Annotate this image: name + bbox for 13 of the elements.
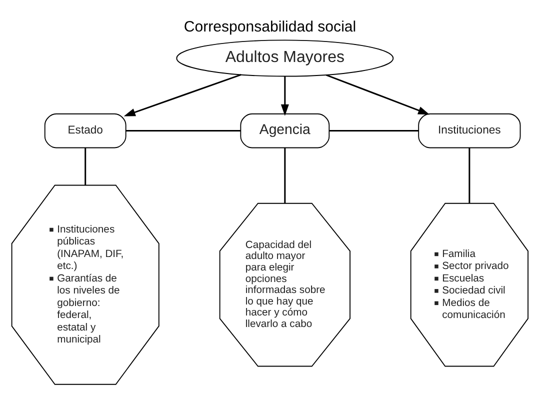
node-box: Agencia bbox=[240, 113, 330, 148]
connector bbox=[468, 148, 470, 204]
connector bbox=[284, 148, 286, 204]
arrow bbox=[326, 74, 430, 115]
arrow bbox=[124, 74, 242, 116]
arrow bbox=[280, 76, 289, 116]
node-ellipse: Adultos Mayores bbox=[176, 40, 394, 77]
connector bbox=[126, 130, 240, 132]
connector bbox=[84, 148, 86, 186]
connector bbox=[329, 130, 418, 132]
node-box: Instituciones bbox=[418, 113, 521, 148]
node-box: Estado bbox=[44, 113, 126, 148]
diagram-title: Corresponsabilidad social bbox=[184, 18, 356, 36]
